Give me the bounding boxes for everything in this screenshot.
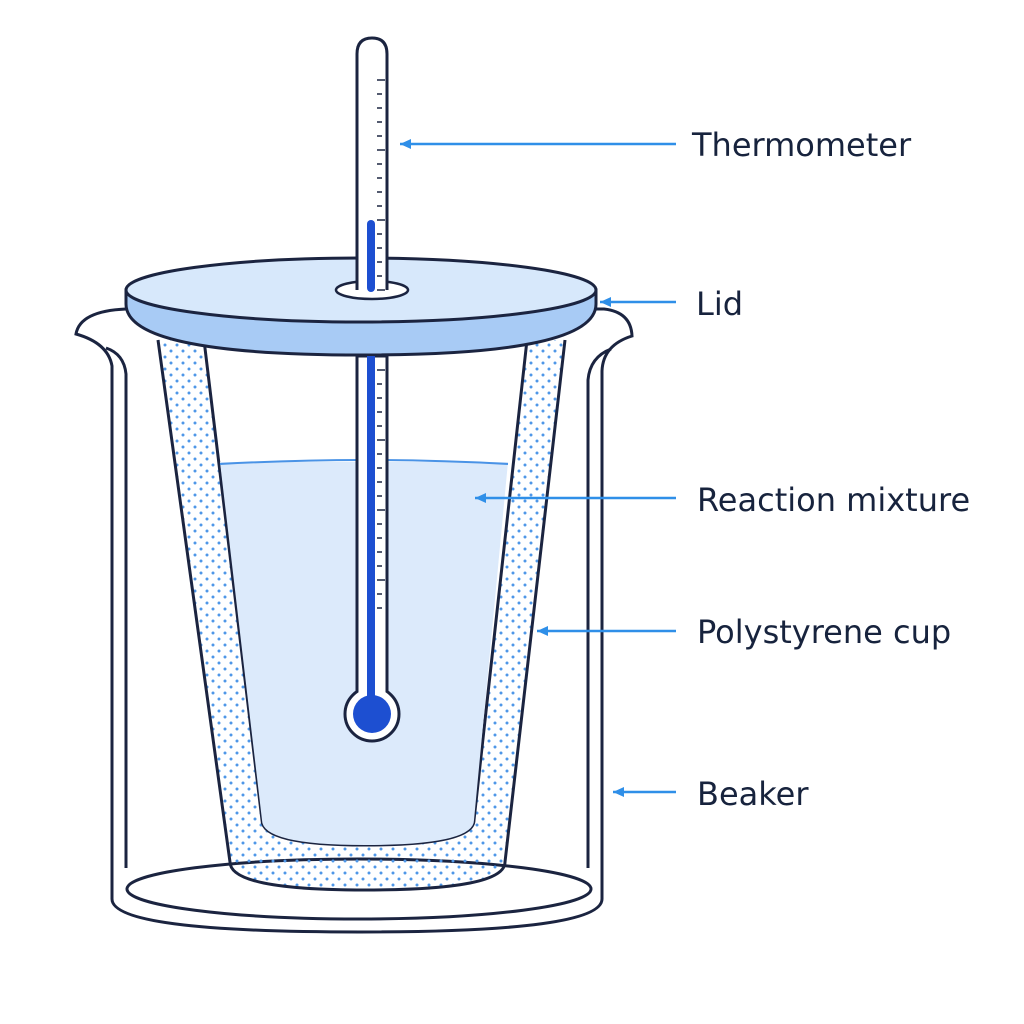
label-arrows — [400, 139, 676, 797]
mercury-column-lower — [367, 356, 375, 701]
thermometer-bulb — [353, 695, 391, 733]
cup-outer-outline — [156, 339, 567, 892]
lid-label: Lid — [696, 285, 743, 323]
beaker-inner-right-wall — [586, 347, 612, 868]
mercury-column-upper — [367, 220, 375, 292]
reaction-mixture-label: Reaction mixture — [697, 481, 970, 519]
diagram-labels: Thermometer Lid Reaction mixture Polysty… — [691, 126, 970, 813]
beaker-inner-left-wall — [105, 346, 128, 868]
thermometer-label: Thermometer — [691, 126, 912, 164]
thermometer-upper-stem — [355, 36, 389, 290]
beaker-label: Beaker — [697, 775, 809, 813]
polystyrene-cup-label: Polystyrene cup — [697, 613, 951, 651]
thermometer-scale-ticks — [377, 79, 385, 609]
thermometer — [343, 36, 401, 743]
beaker-outer-wall — [74, 307, 634, 934]
cup-foam-wall — [158, 340, 565, 890]
beaker — [74, 307, 634, 934]
